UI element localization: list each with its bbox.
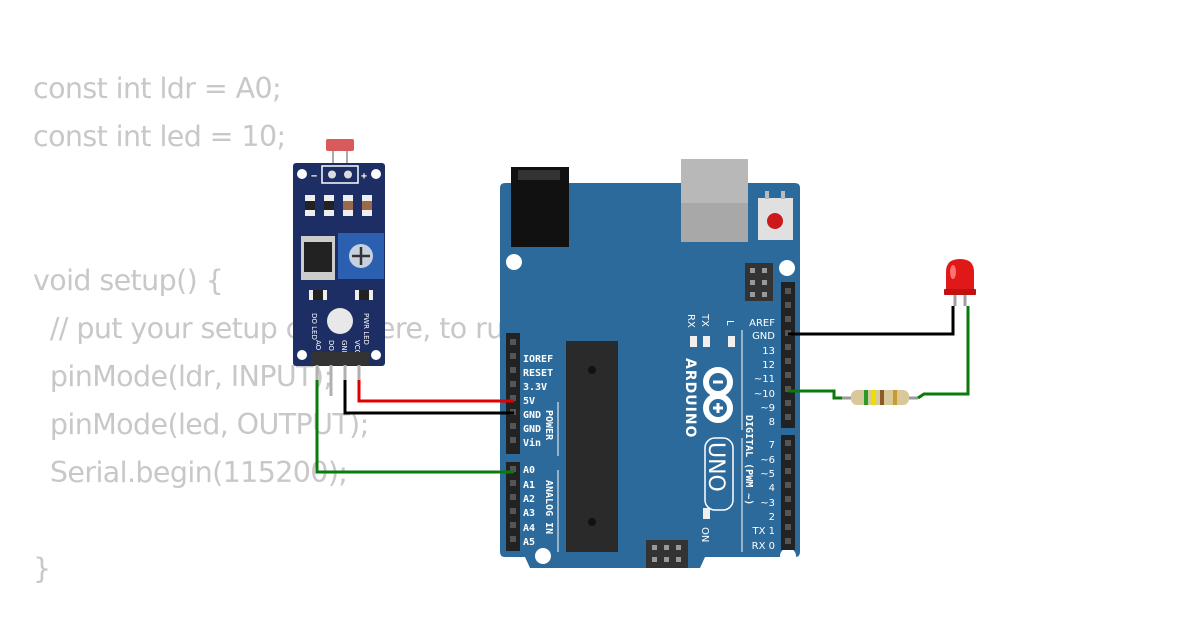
- pin-label-gnd-3: GND: [752, 331, 775, 342]
- pin-label-a2: A2: [523, 494, 535, 505]
- power-jack: [511, 167, 569, 247]
- pin-label-gnd: GND: [340, 340, 348, 356]
- mount-hole: [371, 169, 381, 179]
- pin-label-8: 8: [769, 417, 775, 428]
- mount-hole: [297, 350, 307, 360]
- pin-label-ao: AO: [314, 340, 322, 351]
- power-header: [506, 333, 520, 454]
- pin-label-aref: AREF: [749, 318, 775, 329]
- pin-label-9: ~9: [760, 403, 775, 414]
- comparator-chip: [304, 242, 332, 272]
- pin-label-7: 7: [769, 440, 775, 451]
- pin-label-11: ~11: [754, 374, 775, 385]
- code-line: Serial.begin(115200);: [33, 456, 348, 489]
- mount-hole: [371, 350, 381, 360]
- power-title: POWER: [543, 410, 554, 441]
- pin-label-gnd-1: GND: [523, 410, 541, 421]
- analog-header: [506, 462, 520, 551]
- rx-label: RX: [685, 314, 696, 328]
- resistor[interactable]: [838, 390, 918, 405]
- led-body: [946, 259, 974, 292]
- wire-gnd: [343, 380, 514, 415]
- red-led[interactable]: [944, 259, 976, 306]
- icsp-header: [745, 263, 773, 301]
- arduino-logo-text: ARDUINO: [682, 358, 698, 438]
- pin-label-10: ~10: [754, 389, 775, 400]
- on-led: [703, 508, 710, 519]
- digital-title: DIGITAL (PWM ~): [743, 415, 754, 505]
- mount-hole: [297, 169, 307, 179]
- pin-label-a5: A5: [523, 537, 535, 548]
- mount-hole: [780, 548, 796, 564]
- pin-label-3v3: 3.3V: [523, 382, 547, 393]
- digital-header-low: [781, 435, 795, 550]
- pin-label-0: RX 0: [752, 541, 775, 552]
- analog-title: ANALOG IN: [543, 480, 554, 534]
- code-line: const int led = 10;: [33, 120, 286, 153]
- uno-model-text: UNO: [703, 442, 728, 492]
- ldr-header: [311, 352, 369, 365]
- pin-label-5v: 5V: [523, 396, 535, 407]
- tx-label: TX: [699, 313, 710, 327]
- pin-label-gnd-2: GND: [523, 424, 541, 435]
- atmega-chip: [566, 341, 618, 552]
- plus-label: +: [361, 171, 367, 182]
- code-line: }: [33, 552, 51, 585]
- mount-hole: [535, 548, 551, 564]
- wire-a0: [315, 380, 514, 474]
- pin-label-a3: A3: [523, 508, 535, 519]
- l-led: [728, 336, 735, 347]
- pin-label-a0: A0: [523, 465, 535, 476]
- do-led-label: DO LED: [310, 313, 318, 340]
- pin-label-4: 4: [769, 483, 775, 494]
- on-label: ON: [699, 527, 710, 542]
- wire-pin10: [788, 389, 842, 400]
- icsp-header-2: [646, 540, 688, 568]
- pin-label-5: ~5: [760, 469, 775, 480]
- code-line: void setup() {: [33, 264, 224, 297]
- tx-led: [703, 336, 710, 347]
- rx-led: [690, 336, 697, 347]
- pin-label-3: ~3: [760, 498, 775, 509]
- pin-label-6: ~6: [760, 455, 775, 466]
- pin-label-a4: A4: [523, 523, 535, 534]
- code-line: pinMode(led, OUTPUT);: [33, 408, 369, 441]
- ldr-sensor-module[interactable]: − + DO LED PWR LED AO DO GND VCC: [293, 139, 385, 396]
- pin-label-reset: RESET: [523, 368, 553, 379]
- pin-label-vcc: VCC: [353, 340, 361, 355]
- pin-label-ioref: IOREF: [523, 354, 553, 365]
- arduino-logo-icon: [703, 367, 733, 423]
- wire-led-anode: [917, 306, 970, 400]
- mount-hole: [779, 260, 795, 276]
- mount-hole: [506, 254, 522, 270]
- pin-label-do: DO: [327, 340, 335, 351]
- pin-label-a1: A1: [523, 480, 535, 491]
- code-line: const int ldr = A0;: [33, 72, 282, 105]
- pin-label-1: TX 1: [752, 526, 776, 537]
- status-led: [327, 308, 353, 334]
- photoresistor: [326, 139, 354, 151]
- minus-label: −: [311, 171, 317, 182]
- pin-label-12: 12: [762, 360, 775, 371]
- pin-label-13: 13: [762, 346, 775, 357]
- pwr-led-label: PWR LED: [362, 313, 370, 345]
- wire-5v: [357, 380, 514, 403]
- l-label: L: [724, 320, 735, 326]
- pin-label-2: 2: [769, 512, 775, 523]
- wire-led-cathode: [788, 306, 955, 336]
- arduino-uno[interactable]: IOREF RESET 3.3V 5V GND GND Vin A0 A1 A2…: [500, 159, 800, 568]
- pin-label-vin: Vin: [523, 437, 541, 449]
